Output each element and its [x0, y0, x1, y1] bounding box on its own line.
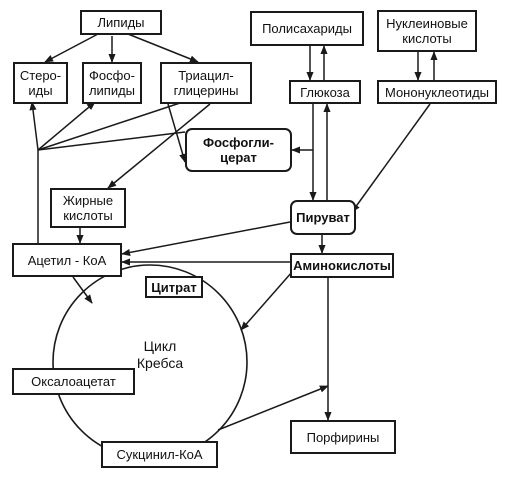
node-polysaccharides-label: Полисахариды	[262, 21, 352, 36]
node-pyruvate: Пируват	[290, 200, 356, 235]
node-acetyl-coa: Ацетил - КоА	[12, 243, 122, 277]
node-succinyl-coa-label: Сукцинил-КоА	[116, 447, 203, 462]
node-pyruvate-label: Пируват	[296, 210, 350, 225]
node-phospholipids: Фосфо- липиды	[82, 62, 142, 104]
node-triacylglycerols-label: Триацил- глицерины	[173, 68, 239, 98]
node-lipids: Липиды	[80, 10, 162, 35]
edge-acetylcoa-krebs	[72, 276, 93, 304]
edge-triacyl-phosphoglycerate	[167, 103, 187, 163]
node-steroids-label: Стеро- иды	[19, 68, 62, 98]
node-porphyrins: Порфирины	[290, 420, 396, 454]
edge-fan-phosphoglycerate	[37, 131, 186, 151]
node-amino-acids: Аминокислоты	[290, 253, 394, 278]
edge-mono-pyruvate	[351, 103, 431, 213]
node-mononucleotides-label: Мононуклеотиды	[384, 84, 490, 100]
edge-aminoacids-krebs	[240, 271, 293, 331]
edge-pyruvate-acetylcoa	[121, 221, 291, 257]
node-fatty-acids-label: Жирные кислоты	[62, 193, 114, 223]
node-nucleic-acids-label: Нуклеиновые кислоты	[386, 16, 468, 46]
node-steroids: Стеро- иды	[13, 62, 68, 104]
node-glucose-label: Глюкоза	[300, 84, 350, 100]
node-oxaloacetate-label: Оксалоацетат	[31, 374, 116, 389]
edge-succinyl-porphyrins	[217, 385, 329, 431]
node-triacylglycerols: Триацил- глицерины	[160, 62, 252, 104]
node-phosphoglycerate: Фосфогли- церат	[185, 128, 292, 172]
node-citrate-label: Цитрат	[151, 279, 197, 295]
edge-lipids-triacylglycerols	[127, 33, 199, 63]
node-succinyl-coa: Сукцинил-КоА	[101, 441, 218, 468]
node-amino-acids-label: Аминокислоты	[293, 258, 391, 273]
node-polysaccharides: Полисахариды	[250, 11, 364, 46]
edge-triacyl-fattyacids	[107, 103, 211, 189]
edge-fan-triacyl	[37, 101, 184, 151]
node-nucleic-acids: Нуклеиновые кислоты	[377, 10, 477, 52]
node-porphyrins-label: Порфирины	[306, 429, 380, 445]
node-phosphoglycerate-label: Фосфогли- церат	[203, 135, 274, 165]
edge-lipids-steroids	[44, 33, 99, 63]
edge-fan-steroids	[29, 101, 39, 151]
node-fatty-acids: Жирные кислоты	[50, 188, 126, 228]
edge-fan-phospholipids	[37, 101, 96, 151]
node-oxaloacetate: Оксалоацетат	[12, 368, 135, 395]
node-mononucleotides: Мононуклеотиды	[377, 80, 497, 104]
node-citrate: Цитрат	[145, 276, 203, 298]
node-phospholipids-label: Фосфо- липиды	[88, 68, 136, 98]
node-lipids-label: Липиды	[97, 15, 145, 30]
krebs-cycle-label: Цикл Кребса	[136, 338, 184, 371]
node-acetyl-coa-label: Ацетил - КоА	[27, 252, 107, 268]
node-glucose: Глюкоза	[289, 80, 361, 104]
